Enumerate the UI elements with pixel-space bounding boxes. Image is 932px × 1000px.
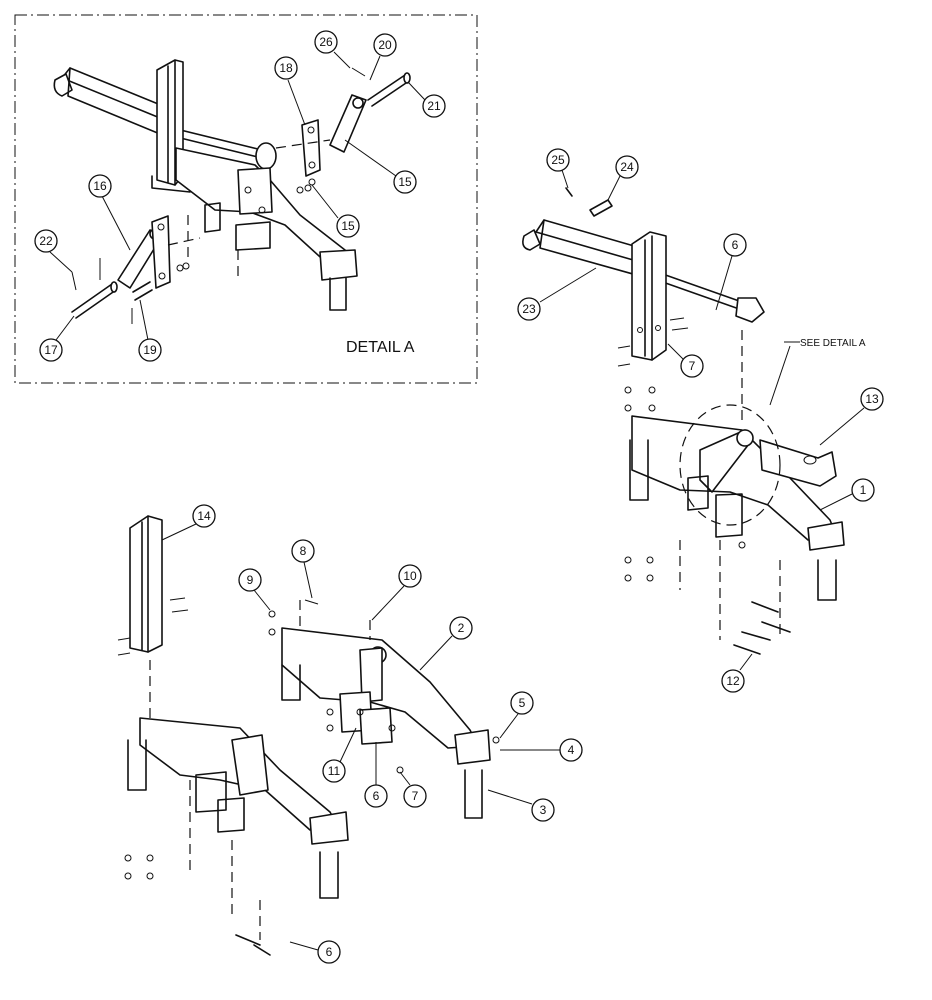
- svg-text:22: 22: [39, 234, 53, 248]
- callout-7-right: 7: [667, 343, 704, 378]
- svg-text:6: 6: [732, 238, 739, 252]
- callout-6-center: 6: [364, 742, 388, 808]
- svg-text:12: 12: [726, 674, 740, 688]
- callouts: 26 20 18 21 15 15 16 22 17 19 25 24 6 23…: [34, 30, 884, 964]
- lower-left-assembly: [117, 515, 349, 956]
- svg-text:11: 11: [328, 764, 341, 778]
- svg-text:15: 15: [341, 219, 355, 233]
- detail-a-border: [14, 14, 478, 384]
- callout-7-center: 7: [399, 771, 427, 808]
- detail-frame: [175, 147, 358, 311]
- callout-10: 10: [371, 564, 422, 621]
- callout-25: 25: [546, 148, 570, 189]
- callout-15b: 15: [311, 184, 360, 238]
- svg-text:16: 16: [93, 179, 107, 193]
- svg-text:23: 23: [522, 302, 536, 316]
- callout-11: 11: [322, 727, 357, 783]
- svg-text:5: 5: [519, 696, 526, 710]
- svg-text:7: 7: [412, 789, 419, 803]
- callout-8: 8: [291, 539, 315, 599]
- svg-text:17: 17: [44, 343, 58, 357]
- callout-1: 1: [819, 478, 875, 511]
- svg-text:6: 6: [373, 789, 380, 803]
- right-hardware: [624, 386, 791, 655]
- detail-a-panel: DETAIL A: [14, 14, 478, 384]
- svg-text:19: 19: [143, 343, 157, 357]
- callout-17: 17: [39, 315, 75, 362]
- svg-text:24: 24: [620, 160, 634, 174]
- callout-5: 5: [499, 691, 534, 739]
- callout-12: 12: [721, 653, 753, 693]
- svg-text:25: 25: [551, 153, 565, 167]
- svg-text:21: 21: [427, 99, 441, 113]
- detail-links-lower: [71, 215, 201, 324]
- callout-23: 23: [517, 267, 597, 321]
- callout-9: 9: [238, 568, 271, 611]
- svg-text:2: 2: [458, 621, 465, 635]
- svg-text:3: 3: [540, 803, 547, 817]
- callout-4: 4: [500, 738, 583, 762]
- callout-26: 26: [314, 30, 351, 69]
- svg-text:4: 4: [568, 743, 575, 757]
- callout-13: 13: [819, 387, 884, 446]
- detail-links-upper: [275, 67, 411, 194]
- callout-18: 18: [274, 56, 306, 126]
- svg-text:7: 7: [689, 359, 696, 373]
- svg-text:6: 6: [326, 945, 333, 959]
- callout-6-right: 6: [715, 233, 747, 311]
- callout-22: 22: [34, 229, 73, 273]
- svg-text:13: 13: [865, 392, 879, 406]
- svg-text:10: 10: [403, 569, 417, 583]
- callout-24: 24: [607, 155, 639, 201]
- svg-text:9: 9: [247, 573, 254, 587]
- detail-cylinder: [53, 67, 277, 170]
- callout-14: 14: [161, 504, 216, 541]
- see-detail-note: SEE DETAIL A: [800, 338, 866, 349]
- svg-text:20: 20: [378, 38, 392, 52]
- svg-text:1: 1: [860, 483, 867, 497]
- callout-21: 21: [407, 81, 446, 118]
- svg-text:18: 18: [279, 61, 293, 75]
- svg-text:26: 26: [319, 35, 333, 49]
- center-assembly: [268, 599, 500, 819]
- callout-16: 16: [88, 174, 131, 251]
- callout-3: 3: [487, 789, 555, 822]
- detail-a-marker-circle: [679, 404, 781, 526]
- svg-text:14: 14: [197, 509, 211, 523]
- right-assembly: SEE DETAIL A: [522, 187, 866, 655]
- svg-text:8: 8: [300, 544, 307, 558]
- callout-19: 19: [138, 299, 162, 362]
- svg-text:15: 15: [398, 175, 412, 189]
- callout-15a: 15: [344, 139, 417, 194]
- callout-6-bottom: 6: [289, 940, 341, 964]
- callout-2: 2: [419, 616, 473, 671]
- callout-20: 20: [369, 33, 397, 81]
- detail-title: DETAIL A: [346, 339, 415, 356]
